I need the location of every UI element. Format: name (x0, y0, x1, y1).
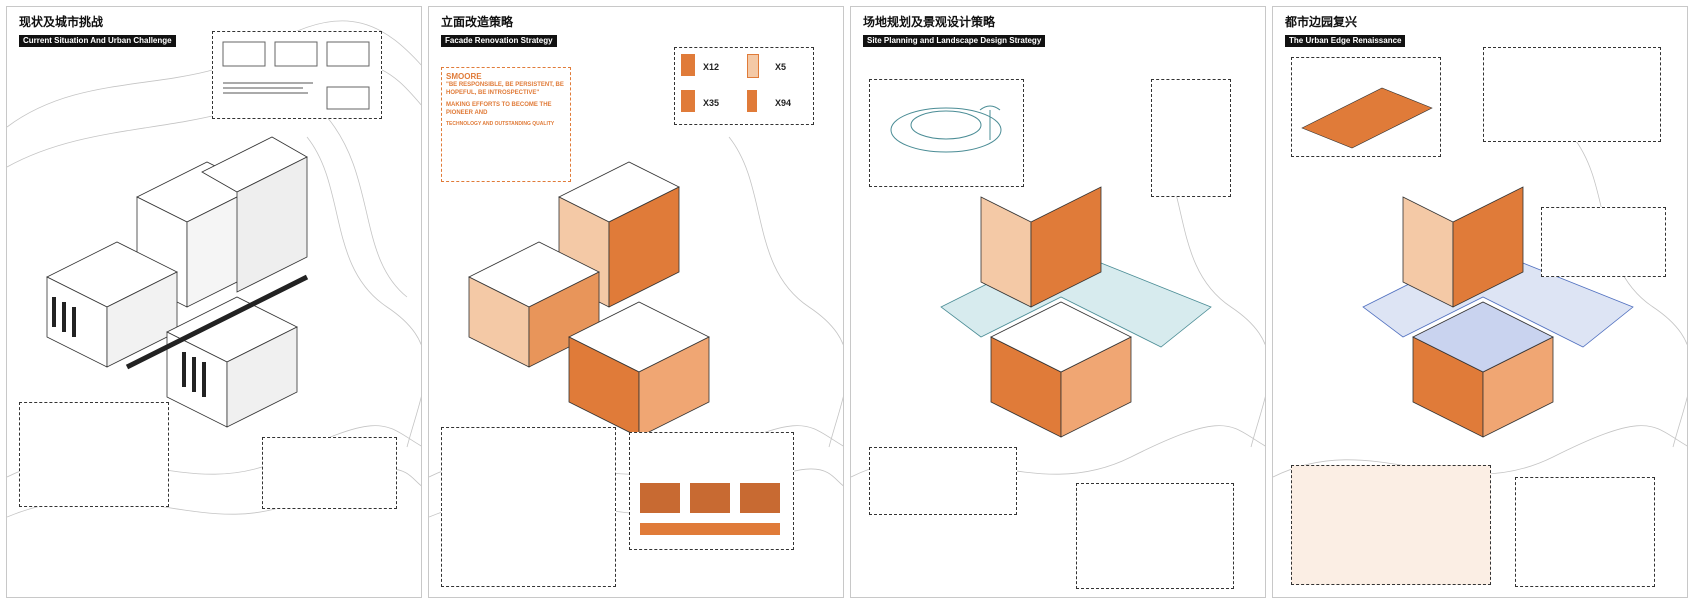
module-x35: X35 (703, 98, 720, 108)
title-en: The Urban Edge Renaissance (1285, 35, 1406, 47)
module-x94: X94 (775, 98, 792, 108)
module-swatch (747, 54, 759, 78)
isometric-building (468, 161, 710, 438)
module-x5: X5 (775, 62, 787, 72)
canopy-card (1151, 79, 1231, 197)
callout-card-site (19, 402, 169, 507)
title-en: Facade Renovation Strategy (441, 35, 557, 47)
brick-pattern (640, 483, 780, 535)
slogan-line-3: TECHNOLOGY AND OUTSTANDING QUALITY (446, 121, 555, 127)
slogan-line-2: MAKING EFFORTS TO BECOME THE PIONEER AND (446, 102, 552, 116)
title-zh: 场地规划及景观设计策略 (863, 15, 996, 29)
callout-card-existing (212, 31, 382, 119)
panel-title: 场地规划及景观设计策略 Site Planning and Landscape … (863, 15, 1046, 48)
detail-card-right (1541, 207, 1666, 277)
title-zh: 都市边园复兴 (1285, 15, 1358, 29)
renovation-process-card (441, 427, 616, 587)
title-en: Current Situation And Urban Challenge (19, 35, 176, 47)
section-card (869, 447, 1017, 515)
title-en: Site Planning and Landscape Design Strat… (863, 35, 1046, 47)
callout-card-bridge (262, 437, 397, 509)
street-view-card (1291, 465, 1491, 585)
isometric-site-drawing (7, 20, 421, 518)
module-x12: X12 (703, 62, 720, 72)
contour-map (1273, 136, 1687, 478)
palm-tree-icon (890, 105, 1002, 153)
slogan-brand: SMOORE (446, 72, 482, 81)
facade-detail-card (629, 432, 794, 550)
landscape-card (869, 79, 1024, 187)
module-swatch (681, 90, 695, 112)
isometric-site-drawing (429, 136, 843, 518)
panel-facade-renovation: 立面改造策略 Facade Renovation Strategy SMOORE… (428, 6, 844, 598)
isometric-site-drawing (851, 136, 1265, 478)
slogan-card: SMOORE "BE RESPONSIBLE, BE PERSISTENT, B… (441, 67, 571, 182)
title-zh: 立面改造策略 (441, 15, 514, 29)
facade-module-card: X12 X5 X35 X94 (674, 47, 814, 125)
isometric-building (1402, 186, 1554, 438)
panel-title: 现状及城市挑战 Current Situation And Urban Chal… (19, 15, 176, 48)
panel-urban-edge: 都市边园复兴 The Urban Edge Renaissance (1272, 6, 1688, 598)
detail-card (1076, 483, 1234, 589)
notes-card (1515, 477, 1655, 587)
panel-site-planning: 场地规划及景观设计策略 Site Planning and Landscape … (850, 6, 1266, 598)
panel-title: 立面改造策略 Facade Renovation Strategy (441, 15, 557, 48)
module-swatch (681, 54, 695, 76)
facade-pattern-thumbnails (222, 41, 370, 110)
module-swatch (747, 90, 757, 112)
slogan-line-1: "BE RESPONSIBLE, BE PERSISTENT, BE HOPEF… (446, 82, 564, 96)
title-zh: 现状及城市挑战 (19, 15, 104, 29)
isometric-site-drawing (1273, 136, 1687, 478)
isometric-building (46, 136, 308, 428)
edge-perspective-card (1291, 57, 1441, 157)
panel-title: 都市边园复兴 The Urban Edge Renaissance (1285, 15, 1406, 48)
isometric-building (980, 186, 1132, 438)
isometric-building (1301, 87, 1433, 149)
panel-current-situation: 现状及城市挑战 Current Situation And Urban Chal… (6, 6, 422, 598)
detail-card-top (1483, 47, 1661, 142)
